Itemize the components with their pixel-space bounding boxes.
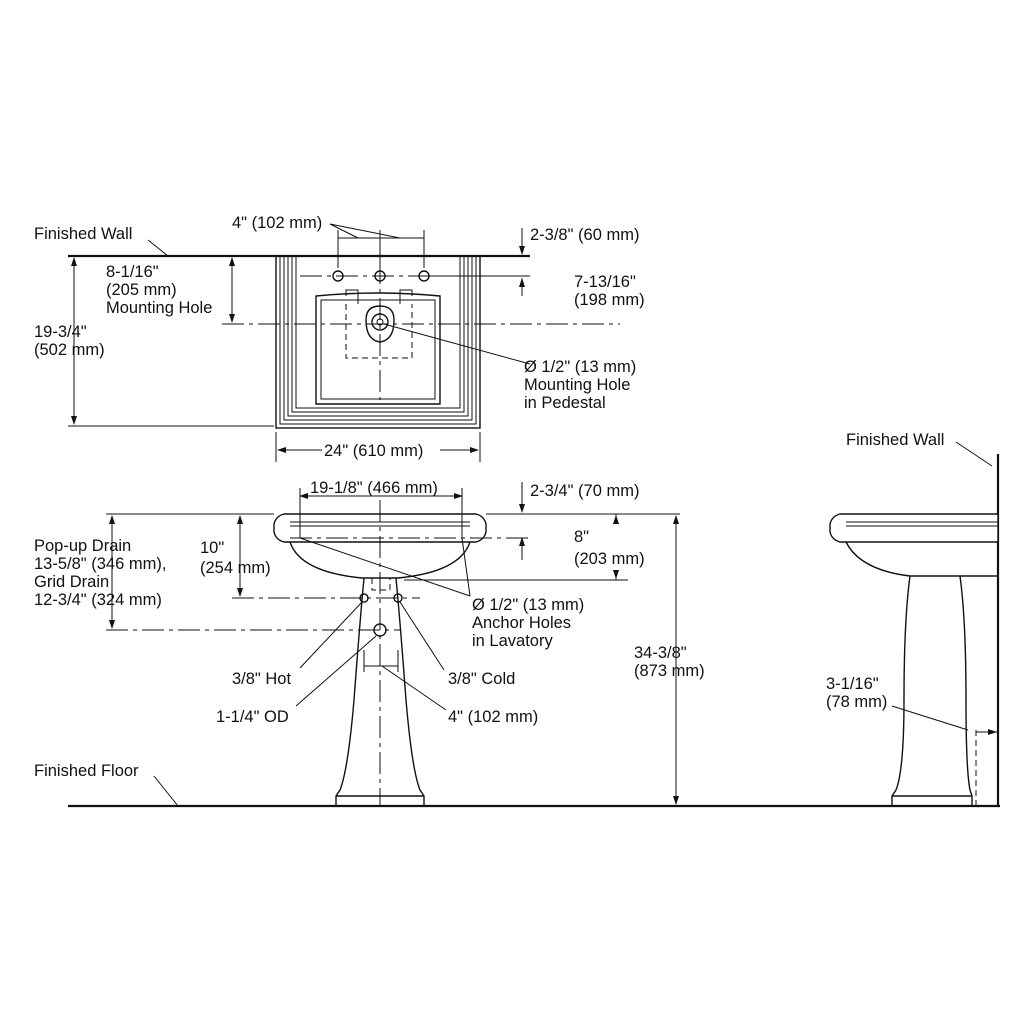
dim-4in-leader-2 [329,223,401,239]
dim-24in-arrow-right [470,447,479,453]
label-mounting-hole-l1: Ø 1/2" (13 mm) [524,358,636,376]
label-anchor-l3: in Lavatory [472,632,553,650]
lavatory-deck [295,255,461,409]
label-24in: 24" (610 mm) [324,442,423,460]
dim-popup-arrow-top [109,515,115,524]
dim-8in-arrow-lower [613,570,619,579]
label-10in-l1: 10" [200,539,224,557]
dim-19-3-4-arrow-top [71,257,77,266]
dim-8-1-16-arrow-top [229,257,235,266]
label-finished-wall-side: Finished Wall [846,431,944,449]
label-8in-l1: 8" [574,528,589,546]
label-popup-l4: 12-3/4" (324 mm) [34,591,162,609]
lavatory-bowl-side [845,541,998,577]
dim-8-1-16-arrow-bottom [229,314,235,323]
label-popup-l2: 13-5/8" (346 mm), [34,555,166,573]
finished-floor-leader [153,775,179,807]
label-19-1-8: 19-1/8" (466 mm) [310,479,438,497]
label-popup-l3: Grid Drain [34,573,109,591]
label-hot: 3/8" Hot [232,670,291,688]
drain-surround-plan [365,305,395,343]
dim-3-1-16-arrow [988,729,997,735]
dim-popup-arrow-bottom [109,620,115,629]
basin-outline-plan [315,292,441,405]
dim-19-3-4-arrow-bottom [71,416,77,425]
dim-24in-arrow-left [277,447,286,453]
label-4in-plan: 4" (102 mm) [232,214,322,232]
label-2-3-8: 2-3/8" (60 mm) [530,226,639,244]
label-8-1-16-l2: (205 mm) [106,281,177,299]
side-view: Finished Wall 3-1/16" (78 mm) [826,431,1000,806]
dim-34-3-8-arrow-top [673,515,679,524]
label-34-3-8-l2: (873 mm) [634,662,705,680]
dim-3-1-16-leader [891,705,969,731]
cold-leader [399,601,445,671]
finished-wall-leader-top [147,239,169,257]
lavatory-step-4 [291,255,465,413]
lavatory-rim-side [829,513,999,543]
label-od: 1-1/4" OD [216,708,289,726]
label-10in-l2: (254 mm) [200,559,271,577]
label-3-1-16-l1: 3-1/16" [826,675,879,693]
label-cold: 3/8" Cold [448,670,515,688]
label-finished-floor: Finished Floor [34,762,139,780]
dim-2-3-4-arrow-lower [519,537,525,546]
label-19-3-4-l2: (502 mm) [34,341,105,359]
label-34-3-8-l1: 34-3/8" [634,644,687,662]
label-8-1-16-l3: Mounting Hole [106,299,212,317]
dim-34-3-8-arrow-bottom [673,796,679,805]
od-leader [295,635,377,707]
front-view: Finished Floor 19-1/8" (466 mm) 2-3/4" [34,479,1000,808]
finished-wall-leader-side [955,441,993,467]
overflow-slot-left [345,289,359,304]
label-anchor-l2: Anchor Holes [472,614,571,632]
label-popup-l1: Pop-up Drain [34,537,131,555]
dim-4in-leader-1 [329,223,359,239]
label-anchor-l1: Ø 1/2" (13 mm) [472,596,584,614]
label-7-13-16-l2: (198 mm) [574,291,645,309]
anchor-leader-2 [461,537,471,597]
overflow-slot-right [399,289,413,304]
label-7-13-16-l1: 7-13/16" [574,273,636,291]
mounting-hole-leader [383,323,531,365]
dim-19-1-8-arrow-left [299,493,308,499]
label-mounting-hole-l2: Mounting Hole [524,376,630,394]
dim-19-1-8-arrow-right [454,493,463,499]
pedestal-front [335,577,425,806]
label-finished-wall-top: Finished Wall [34,225,132,243]
plan-view: 4" (102 mm) 2-3/8" (60 mm) 7-13/16" (198… [34,214,645,462]
dim-2-3-8-arrow-upper [519,246,525,255]
label-mounting-hole-l3: in Pedestal [524,394,606,412]
pedestal-hidden-outline [345,304,413,359]
anchor-leader-1 [299,537,471,597]
dim-4in-front-leader [381,665,447,711]
basin-inner-plan [320,299,436,400]
dim-8in-arrow-upper [613,515,619,524]
dim-2-3-8-arrow-lower [519,278,525,287]
hot-leader [299,601,363,669]
label-19-3-4-l1: 19-3/4" [34,323,87,341]
dim-10in-arrow-top [237,515,243,524]
dim-10in-arrow-bottom [237,588,243,597]
pedestal-side [891,575,973,806]
label-3-1-16-l2: (78 mm) [826,693,887,711]
label-2-3-4: 2-3/4" (70 mm) [530,482,639,500]
label-4in-front: 4" (102 mm) [448,708,538,726]
trap-hidden-front [371,578,391,591]
label-8-1-16-l1: 8-1/16" [106,263,159,281]
label-8in-l2: (203 mm) [574,550,645,568]
dim-2-3-4-arrow-upper [519,504,525,513]
